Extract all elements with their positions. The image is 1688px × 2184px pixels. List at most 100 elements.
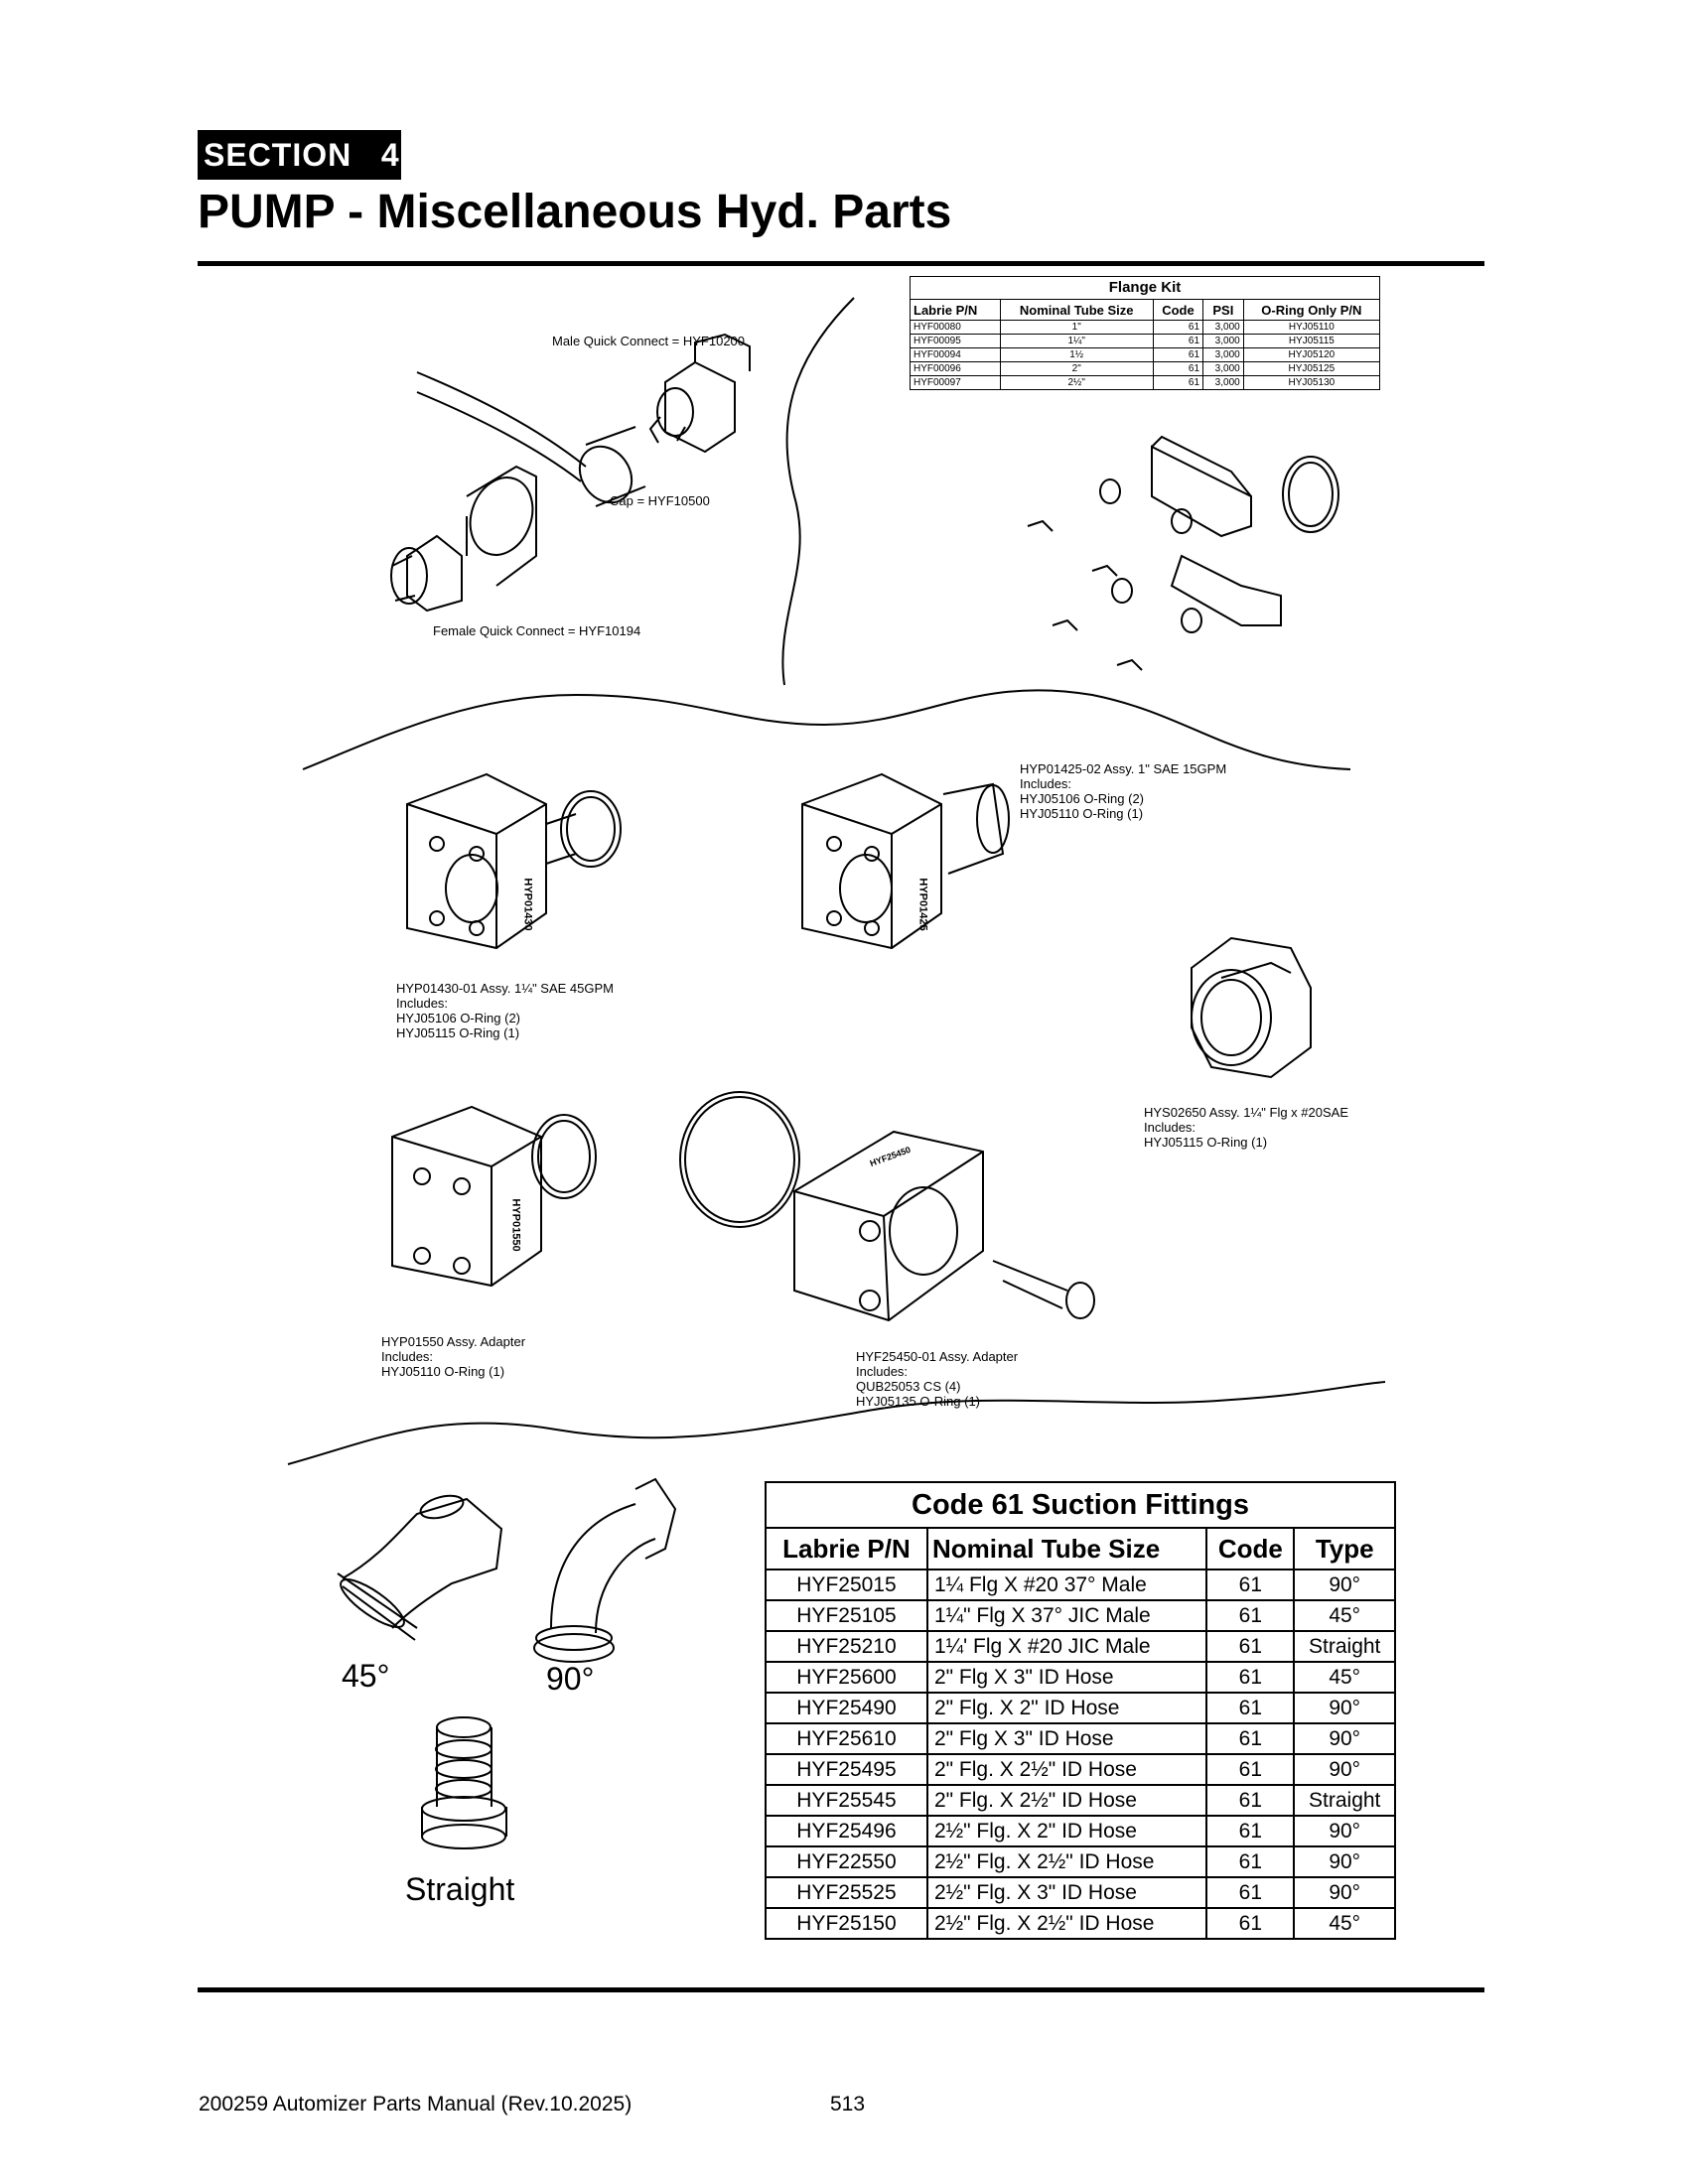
column-header: Nominal Tube Size: [925, 1527, 1208, 1570]
table-cell: 90°: [1293, 1845, 1396, 1878]
wavy-divider-bottom: [287, 1381, 1386, 1465]
table-cell: 2½": [999, 375, 1154, 390]
footer-rule: [198, 1987, 1484, 1992]
page-number: 513: [830, 2093, 866, 2116]
table-cell: HYF00094: [910, 347, 1001, 362]
hys02650-callout: HYS02650 Assy. 1¼" Flg x #20SAE Includes…: [1144, 1105, 1348, 1150]
column-header: PSI: [1202, 299, 1244, 321]
fitting-45-drawing: [337, 1494, 503, 1641]
table-cell: 61: [1205, 1569, 1296, 1601]
table-cell: 90°: [1293, 1815, 1396, 1847]
suction-fittings-table: Code 61 Suction Fittings Labrie P/N Nomi…: [765, 1481, 1396, 1940]
table-cell: 45°: [1293, 1599, 1396, 1632]
block-hyp01425: [801, 772, 1010, 950]
column-header: Labrie P/N: [765, 1527, 928, 1570]
table-cell: HYF25210: [765, 1630, 928, 1663]
table-cell: 3,000: [1202, 320, 1244, 335]
table-cell: 61: [1205, 1876, 1296, 1909]
table-cell: 61: [1152, 334, 1204, 348]
fitting-45-label: 45°: [342, 1658, 390, 1694]
hyp01550-line: Includes:: [381, 1349, 434, 1364]
table-cell: 3,000: [1202, 361, 1244, 376]
block-stamp: HYP01425: [916, 878, 929, 931]
section-badge: SECTION 4: [198, 130, 401, 180]
table-cell: 2" Flg X 3" ID Hose: [925, 1722, 1208, 1755]
table-cell: HYF25495: [765, 1753, 928, 1786]
table-cell: 2½" Flg. X 2" ID Hose: [925, 1815, 1208, 1847]
table-cell: HYF00095: [910, 334, 1001, 348]
flange-kit-table: Flange Kit Labrie P/N Nominal Tube Size …: [910, 276, 1381, 390]
table-cell: 61: [1152, 361, 1204, 376]
table-row: HYF00095 1¼" 61 3,000 HYJ05115: [910, 334, 1381, 348]
block-hyf25450: [679, 1091, 1095, 1322]
hyf25450-line: Includes:: [856, 1364, 909, 1379]
hys02650-line: HYS02650 Assy. 1¼" Flg x #20SAE: [1144, 1105, 1348, 1120]
suction-header-row: Labrie P/N Nominal Tube Size Code Type: [765, 1527, 1396, 1570]
fitting-90-drawing: [533, 1477, 677, 1663]
table-cell: 2½" Flg. X 2½" ID Hose: [925, 1845, 1208, 1878]
table-cell: 1¼ Flg X #20 37° Male: [925, 1569, 1208, 1601]
table-cell: 61: [1205, 1753, 1296, 1786]
table-cell: 61: [1205, 1815, 1296, 1847]
block-hyp01550: [391, 1105, 597, 1288]
table-cell: 61: [1205, 1722, 1296, 1755]
table-cell: HYF25610: [765, 1722, 928, 1755]
table-cell: 90°: [1293, 1569, 1396, 1601]
table-cell: HYJ05125: [1242, 361, 1381, 376]
table-row: HYF00094 1½ 61 3,000 HYJ05120: [910, 347, 1381, 362]
quick-connect-drawing: [390, 333, 751, 613]
table-cell: HYF00096: [910, 361, 1001, 376]
table-cell: HYF00097: [910, 375, 1001, 390]
table-cell: HYF25490: [765, 1692, 928, 1724]
table-cell: HYF00080: [910, 320, 1001, 335]
hyp01550-line: HYP01550 Assy. Adapter: [381, 1334, 526, 1349]
table-cell: HYF25015: [765, 1569, 928, 1601]
hyf25450-line: QUB25053 CS (4): [856, 1379, 961, 1394]
table-cell: 2" Flg. X 2" ID Hose: [925, 1692, 1208, 1724]
table-cell: HYF25105: [765, 1599, 928, 1632]
table-cell: 3,000: [1202, 334, 1244, 348]
hyp01425-callout: HYP01425-02 Assy. 1" SAE 15GPM Includes:…: [1020, 761, 1226, 821]
hyp01425-line: HYJ05106 O-Ring (2): [1020, 791, 1144, 806]
table-cell: 90°: [1293, 1876, 1396, 1909]
column-header: Nominal Tube Size: [999, 299, 1154, 321]
table-cell: 2½" Flg. X 2½" ID Hose: [925, 1907, 1208, 1940]
table-cell: 61: [1205, 1630, 1296, 1663]
table-cell: 61: [1205, 1907, 1296, 1940]
table-cell: 45°: [1293, 1661, 1396, 1694]
table-cell: HYJ05110: [1242, 320, 1381, 335]
table-cell: 61: [1205, 1661, 1296, 1694]
hyf25450-line: HYF25450-01 Assy. Adapter: [856, 1349, 1019, 1364]
table-cell: HYJ05115: [1242, 334, 1381, 348]
table-cell: 61: [1152, 375, 1204, 390]
column-header: Labrie P/N: [910, 299, 1001, 321]
table-row: HYF00096 2" 61 3,000 HYJ05125: [910, 361, 1381, 376]
cap-label: Cap = HYF10500: [610, 493, 710, 508]
table-cell: 2" Flg. X 2½" ID Hose: [925, 1753, 1208, 1786]
table-cell: 1¼' Flg X #20 JIC Male: [925, 1630, 1208, 1663]
table-cell: 1¼": [999, 334, 1154, 348]
block-hyp01430: [406, 772, 622, 950]
table-cell: 1": [999, 320, 1154, 335]
flange-kit-header-row: Labrie P/N Nominal Tube Size Code PSI O-…: [910, 299, 1381, 321]
flange-kit-title: Flange Kit: [910, 276, 1380, 300]
table-cell: HYF22550: [765, 1845, 928, 1878]
wavy-divider-top: [302, 689, 1351, 770]
table-cell: HYF25150: [765, 1907, 928, 1940]
wavy-divider-vertical: [781, 297, 855, 686]
column-header: Code: [1205, 1527, 1296, 1570]
table-cell: 90°: [1293, 1753, 1396, 1786]
header-rule: [198, 261, 1484, 266]
male-quick-connect-label: Male Quick Connect = HYF10200: [552, 334, 746, 348]
table-cell: 90°: [1293, 1692, 1396, 1724]
hyp01425-line: Includes:: [1020, 776, 1072, 791]
hyp01550-line: HYJ05110 O-Ring (1): [381, 1364, 505, 1379]
column-header: Code: [1152, 299, 1204, 321]
